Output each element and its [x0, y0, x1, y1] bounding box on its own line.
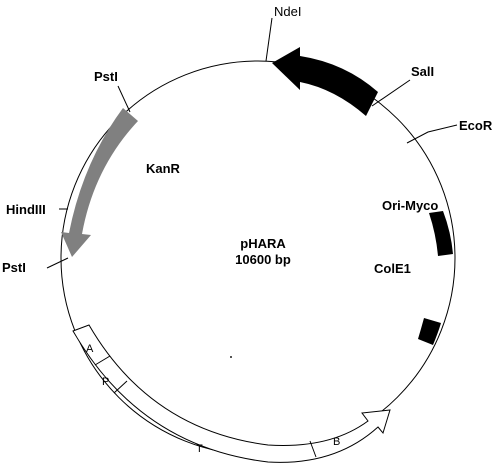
segment-a-label: A [86, 343, 94, 355]
plasmid-name: pHARA [240, 236, 286, 251]
psti-top-tick [117, 85, 131, 113]
segment-divider-1 [94, 355, 111, 366]
ndei-label: NdeI [274, 4, 301, 19]
black-block-right [418, 318, 441, 345]
segment-b-label: B [333, 436, 340, 448]
psti-bottom-label: PstI [2, 260, 26, 275]
psti-bottom-tick [46, 257, 69, 269]
plasmid-size: 10600 bp [235, 252, 291, 267]
ori-myco-block [429, 211, 453, 256]
psti-top-label: PstI [94, 69, 118, 84]
segment-divider-2 [113, 380, 128, 394]
segment-t-label: T [196, 443, 203, 455]
speck [230, 356, 232, 358]
ndei-tick [265, 17, 273, 62]
kanr-label: KanR [146, 161, 181, 176]
ori-myco-label: Ori-Myco [382, 198, 438, 213]
feature-black-arrow-top [272, 47, 378, 116]
cole1-label: ColE1 [374, 261, 411, 276]
hindiii-label: HindIII [6, 202, 46, 217]
open-feature-arrow [72, 324, 391, 463]
segment-divider-3 [309, 440, 317, 458]
kanr-arrow [61, 108, 138, 257]
sali-tick [371, 79, 411, 107]
sali-label: SalI [411, 64, 434, 79]
ecor-label: EcoR [459, 118, 493, 133]
segment-p-label: P [102, 376, 109, 388]
ecor-tick [406, 124, 458, 144]
